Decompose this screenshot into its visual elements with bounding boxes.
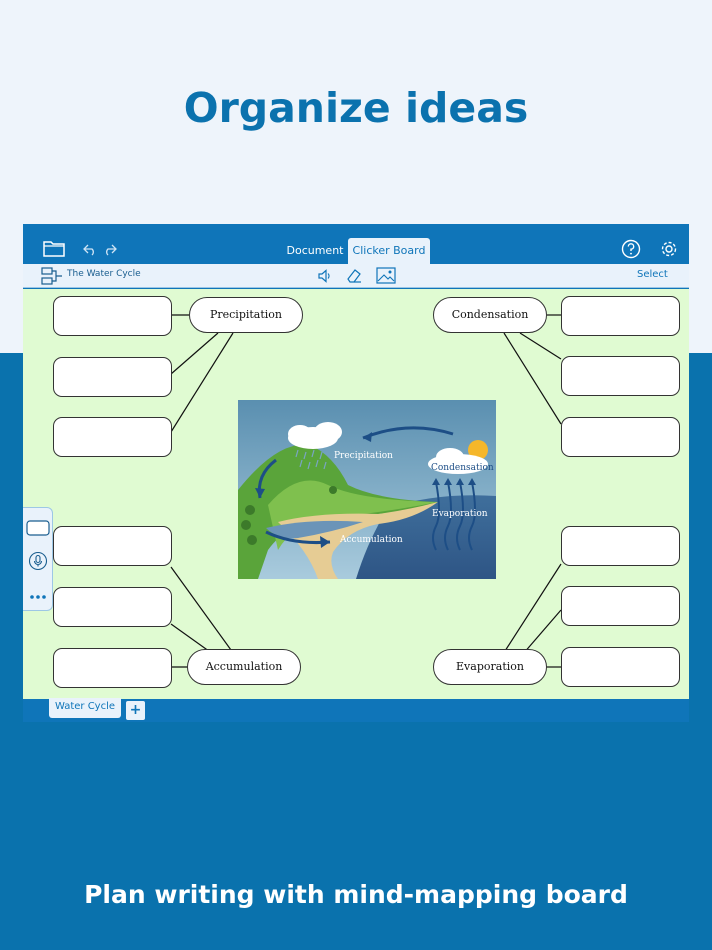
eraser-icon[interactable] [345, 267, 363, 289]
node-accumulation[interactable]: Accumulation [187, 649, 301, 685]
side-toolbar [23, 507, 53, 611]
board-title: The Water Cycle [67, 269, 141, 279]
microphone-icon[interactable] [28, 551, 48, 575]
help-icon[interactable] [621, 239, 641, 263]
scene-label-precipitation: Precipitation [334, 451, 393, 461]
text-box-accumulation-3[interactable] [53, 648, 172, 688]
text-box-accumulation-2[interactable] [53, 587, 172, 627]
text-box-evaporation-3[interactable] [561, 647, 680, 687]
toolbar: Document Clicker Board [23, 224, 689, 264]
text-box-evaporation-1[interactable] [561, 526, 680, 566]
text-box-precipitation-3[interactable] [53, 417, 172, 457]
board-toolbar: The Water Cycle Select [23, 264, 689, 288]
text-box-precipitation-1[interactable] [53, 296, 172, 336]
folder-icon[interactable] [43, 239, 65, 261]
scene-label-accumulation: Accumulation [339, 535, 403, 545]
board-layout-icon[interactable] [41, 267, 63, 289]
headline: Organize ideas [183, 84, 529, 132]
redo-icon[interactable] [103, 241, 117, 260]
tab-clicker-board[interactable]: Clicker Board [348, 238, 430, 264]
text-box-evaporation-2[interactable] [561, 586, 680, 626]
water-cycle-image[interactable]: Precipitation Condensation Evaporation A… [238, 400, 496, 579]
connector-lines [170, 314, 562, 668]
text-box-condensation-1[interactable] [561, 296, 680, 336]
text-box-condensation-3[interactable] [561, 417, 680, 457]
tab-document[interactable]: Document [286, 244, 344, 257]
sheet-bar: Water Cycle + [23, 698, 689, 722]
board-canvas[interactable]: Precipitation Condensation Accumulation … [23, 289, 689, 699]
text-box-condensation-2[interactable] [561, 356, 680, 396]
app-window: Document Clicker Board The Water Cycle S… [23, 224, 689, 722]
more-options-icon[interactable] [28, 586, 48, 605]
scene-label-evaporation: Evaporation [432, 509, 488, 519]
scene-label-condensation: Condensation [431, 463, 494, 473]
gear-icon[interactable] [659, 239, 679, 263]
footline: Plan writing with mind-mapping board [84, 880, 628, 909]
select-button[interactable]: Select [637, 269, 668, 280]
image-icon[interactable] [376, 267, 396, 288]
text-box-precipitation-2[interactable] [53, 357, 172, 397]
node-evaporation[interactable]: Evaporation [433, 649, 547, 685]
add-sheet-button[interactable]: + [126, 701, 145, 720]
speaker-icon[interactable] [317, 268, 333, 288]
add-box-icon[interactable] [26, 520, 50, 540]
node-condensation[interactable]: Condensation [433, 297, 547, 333]
text-box-accumulation-1[interactable] [53, 526, 172, 566]
undo-icon[interactable] [83, 241, 97, 260]
sheet-tab-water-cycle[interactable]: Water Cycle [49, 698, 121, 718]
node-precipitation[interactable]: Precipitation [189, 297, 303, 333]
